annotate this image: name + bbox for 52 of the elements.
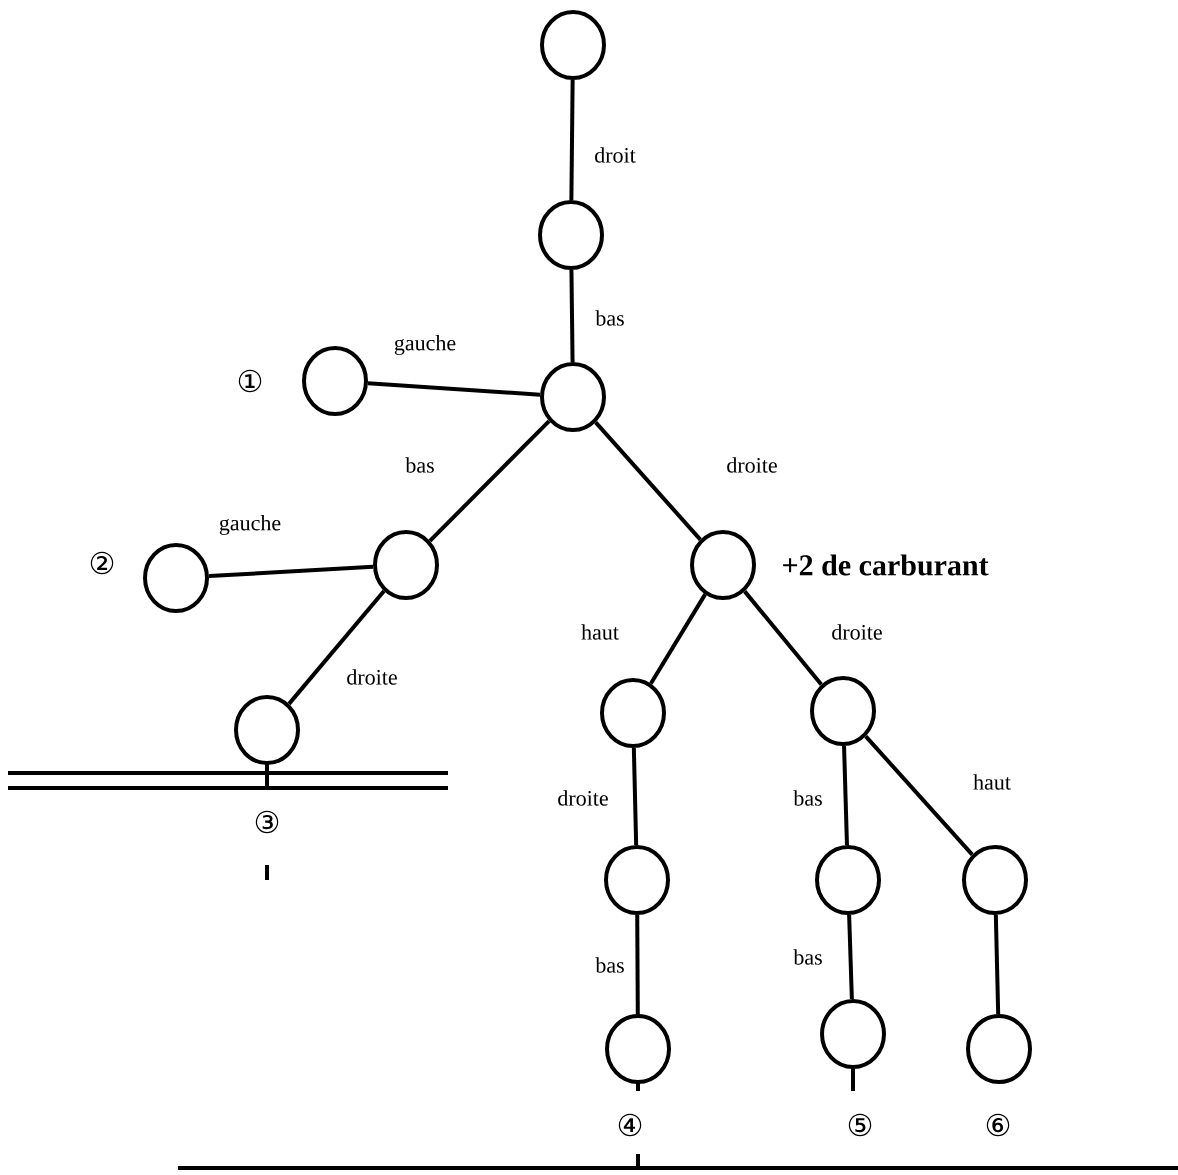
connector-line xyxy=(569,269,575,362)
edge-label: droite xyxy=(829,622,885,642)
callout-number: ③ xyxy=(255,810,279,834)
connector-line xyxy=(635,914,640,1014)
edge-label: bas xyxy=(593,308,627,328)
connector-line xyxy=(993,914,1001,1015)
edge-label: haut xyxy=(971,772,1013,792)
edge-label: gauche xyxy=(391,333,459,357)
callout-number: ⑥ xyxy=(986,1113,1010,1137)
edge-label: bas xyxy=(593,955,627,975)
connector-line xyxy=(428,419,551,543)
callout-number: ① xyxy=(238,369,262,393)
edge-label: bas xyxy=(403,455,437,475)
callout-number: ② xyxy=(90,551,114,575)
edge-label: droit xyxy=(592,145,638,165)
edge-label: bas xyxy=(791,788,825,808)
connector-line xyxy=(569,79,575,200)
edge-label: haut xyxy=(579,622,621,642)
callout-number: ⑤ xyxy=(848,1113,872,1137)
connector-line xyxy=(842,745,849,846)
edge-label: droite xyxy=(724,455,780,475)
tree-node-circle xyxy=(815,845,881,915)
connector-line xyxy=(649,593,707,685)
connector-line xyxy=(367,381,541,397)
edge-label: droite xyxy=(344,667,400,687)
connector-line xyxy=(864,734,974,856)
tree-node-circle xyxy=(820,999,886,1069)
connector-line xyxy=(594,421,702,541)
connector-line xyxy=(743,590,823,686)
tree-node-circle xyxy=(962,845,1028,915)
tree-node-circle xyxy=(604,845,670,915)
tree-node-circle xyxy=(234,695,300,765)
tree-node-circle xyxy=(538,200,604,270)
tree-node-circle xyxy=(302,346,368,416)
tree-node-circle xyxy=(810,676,876,746)
tree-node-circle xyxy=(600,678,666,748)
tree-node-circle xyxy=(373,530,439,600)
node-caption: +2 de carburant xyxy=(783,554,989,576)
connector-line xyxy=(287,589,386,706)
tree-node-circle xyxy=(966,1014,1032,1084)
tree-node-circle xyxy=(143,543,209,613)
callout-number: ④ xyxy=(618,1113,642,1137)
edge-label: bas xyxy=(791,947,825,967)
connector-line xyxy=(631,747,639,846)
tree-node-circle xyxy=(690,530,756,600)
tree-node-circle xyxy=(540,362,606,432)
tree-node-circle xyxy=(605,1014,671,1084)
connector-line xyxy=(208,564,374,579)
connector-line xyxy=(847,914,854,1000)
edge-label: droite xyxy=(555,788,611,808)
edge-label: gauche xyxy=(216,513,284,537)
tree-node-circle xyxy=(540,10,606,80)
